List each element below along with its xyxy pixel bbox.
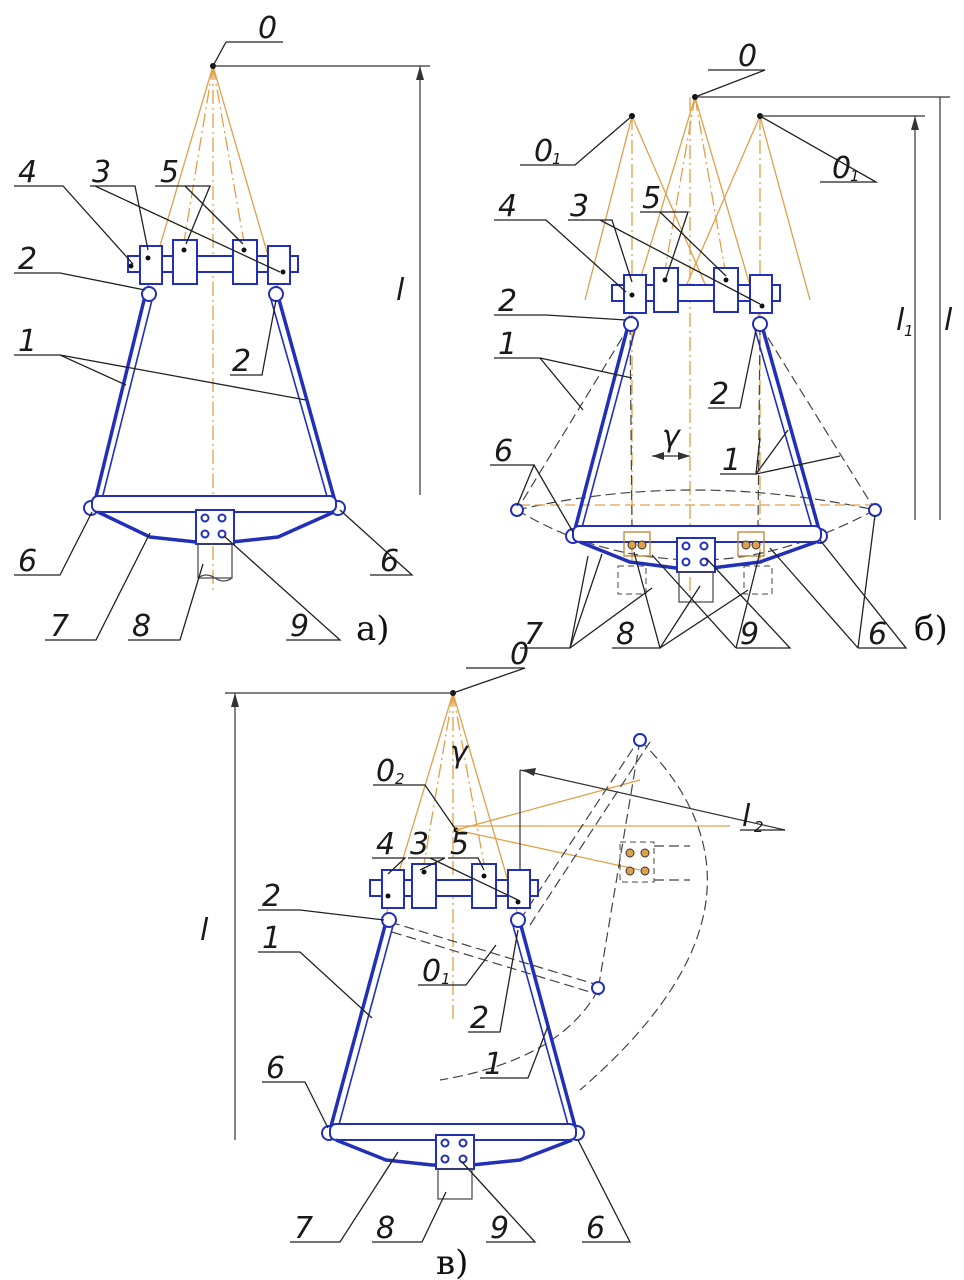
label-b-6-right: 6 <box>868 617 887 652</box>
label-a-7: 7 <box>50 609 69 644</box>
label-b-8: 8 <box>616 617 635 652</box>
caption-b: б) <box>914 609 948 649</box>
label-v-O1: 0 <box>422 954 441 989</box>
label-b-O1-left-sub: 1 <box>552 150 562 168</box>
label-v-5: 5 <box>450 827 469 862</box>
label-a-4: 4 <box>18 155 37 190</box>
label-b-2-left: 2 <box>498 284 517 319</box>
label-a-1: 1 <box>18 324 37 359</box>
label-v-7: 7 <box>294 1211 313 1246</box>
panel-b: 0 0 1 0 1 4 3 5 2 2 1 1 γ l 1 l 6 6 7 8 … <box>490 39 953 652</box>
label-v-1-left: 1 <box>262 921 281 956</box>
label-b-O1-left: 0 <box>534 134 553 169</box>
label-v-1-right: 1 <box>484 1047 503 1082</box>
label-b-3: 3 <box>570 189 589 224</box>
label-b-l: l <box>944 303 953 338</box>
label-v-6-right: 6 <box>586 1211 605 1246</box>
label-a-6-right: 6 <box>380 544 399 579</box>
label-v-2-right: 2 <box>470 1001 489 1036</box>
label-v-2-left: 2 <box>262 879 281 914</box>
label-a-9: 9 <box>290 609 309 644</box>
label-v-gamma: γ <box>450 735 470 770</box>
label-b-l1: l <box>896 303 905 338</box>
label-a-2-right: 2 <box>232 344 251 379</box>
label-a-8: 8 <box>132 609 151 644</box>
label-v-4: 4 <box>376 827 395 862</box>
panel-a: 0 4 3 5 2 2 1 l 6 6 7 8 9 а) <box>14 11 430 649</box>
label-v-3: 3 <box>410 827 429 862</box>
caption-v: в) <box>436 1243 468 1280</box>
caption-a: а) <box>356 609 390 649</box>
label-b-gamma: γ <box>662 419 682 454</box>
label-v-O2: 0 <box>376 754 395 789</box>
label-b-O: 0 <box>738 39 757 74</box>
label-v-O2-sub: 2 <box>395 770 405 788</box>
panel-v: 0 0 2 γ l 2 4 3 5 l 2 1 0 1 2 1 6 6 7 8 … <box>200 637 786 1280</box>
label-a-5: 5 <box>160 155 179 190</box>
label-b-l1-sub: 1 <box>904 322 914 340</box>
label-b-O1-right-sub: 1 <box>850 167 860 185</box>
label-v-O: 0 <box>510 637 529 672</box>
label-b-1-left: 1 <box>498 327 517 362</box>
label-b-2-right: 2 <box>710 377 729 412</box>
label-a-6-left: 6 <box>18 544 37 579</box>
label-a-O: 0 <box>258 11 277 46</box>
label-v-9: 9 <box>490 1211 509 1246</box>
label-b-6-left: 6 <box>494 434 513 469</box>
label-b-7: 7 <box>524 617 543 652</box>
label-v-8: 8 <box>376 1211 395 1246</box>
label-b-5: 5 <box>642 181 661 216</box>
label-a-2-left: 2 <box>18 242 37 277</box>
label-b-O1-right: 0 <box>832 151 851 186</box>
label-v-l: l <box>200 913 209 948</box>
label-b-9: 9 <box>740 617 759 652</box>
label-v-6-left: 6 <box>266 1051 285 1086</box>
label-v-O1-sub: 1 <box>441 970 451 988</box>
label-b-1-right: 1 <box>722 443 741 478</box>
label-a-3: 3 <box>92 155 111 190</box>
label-a-l: l <box>396 273 405 308</box>
label-b-4: 4 <box>498 189 517 224</box>
label-v-l2: l <box>742 799 751 834</box>
label-v-l2-sub: 2 <box>754 818 764 836</box>
